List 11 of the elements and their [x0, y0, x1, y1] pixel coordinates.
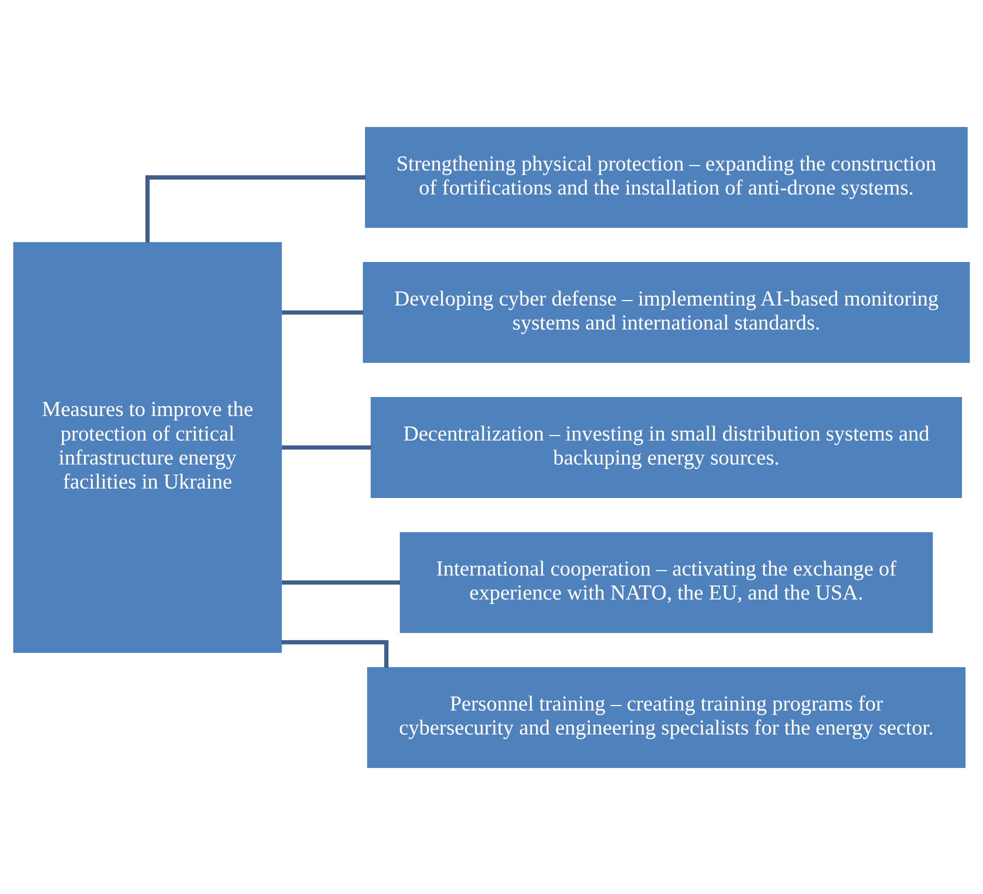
connector	[282, 310, 364, 314]
node-box: Decentralization – investing in small distribution systems and backuping energy sources.	[370, 396, 962, 498]
node-box: International cooperation – activating the exchange of experience with NATO, the EU, and the USA.	[400, 532, 933, 632]
node-box: Personnel training – creating training programs for cybersecurity and engineering specialists for the energy sector.	[367, 666, 966, 768]
node-box: Measures to improve the protection of critical infrastructure energy facilities in Ukraine	[13, 242, 282, 652]
node-box: Strengthening physical protection – expanding the construction of fortifications and the installation of anti-drone systems.	[365, 126, 968, 228]
node-box: Developing cyber defense – implementing AI-based monitoring systems and international standards.	[362, 262, 970, 362]
connector	[282, 640, 388, 668]
connector	[282, 580, 400, 584]
connector	[145, 174, 366, 242]
connector	[282, 444, 372, 450]
